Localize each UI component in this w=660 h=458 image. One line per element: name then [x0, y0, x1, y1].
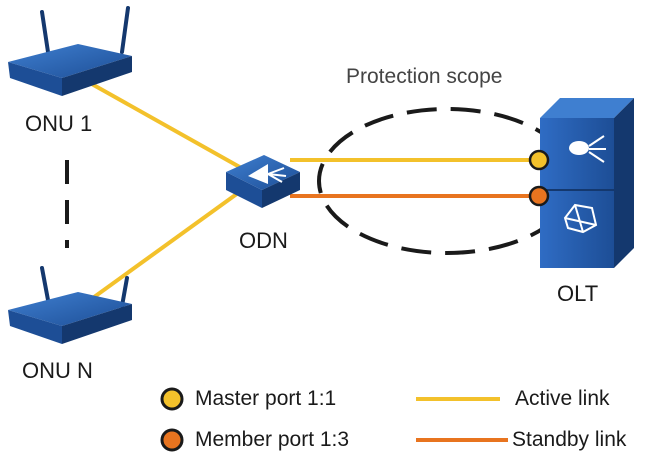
protection-scope-label: Protection scope: [346, 65, 503, 88]
legend-standby-link-label: Standby link: [512, 428, 627, 451]
legend-master-port-label: Master port 1:1: [195, 387, 337, 410]
legend-active-link-label: Active link: [515, 387, 610, 410]
legend-master-port-icon: [160, 387, 184, 411]
active-link-onun-odn: [88, 186, 247, 302]
legend-member-port-icon: [160, 428, 184, 452]
odn-label: ODN: [239, 228, 288, 253]
links: [88, 81, 533, 302]
master-port-dot: [528, 149, 550, 171]
member-port-dot: [528, 185, 550, 207]
odn-icon: [226, 155, 300, 208]
legend-member-port-label: Member port 1:3: [195, 428, 350, 451]
active-link-onu1-odn: [89, 81, 246, 172]
onu-n-label: ONU N: [22, 358, 93, 383]
onu-n-icon: [8, 266, 132, 344]
onu-1-label: ONU 1: [25, 111, 93, 136]
olt-icon: [540, 98, 634, 268]
protection-scope-ellipse: [317, 107, 577, 255]
olt-label: OLT: [557, 281, 599, 306]
onu-1-icon: [8, 6, 132, 96]
